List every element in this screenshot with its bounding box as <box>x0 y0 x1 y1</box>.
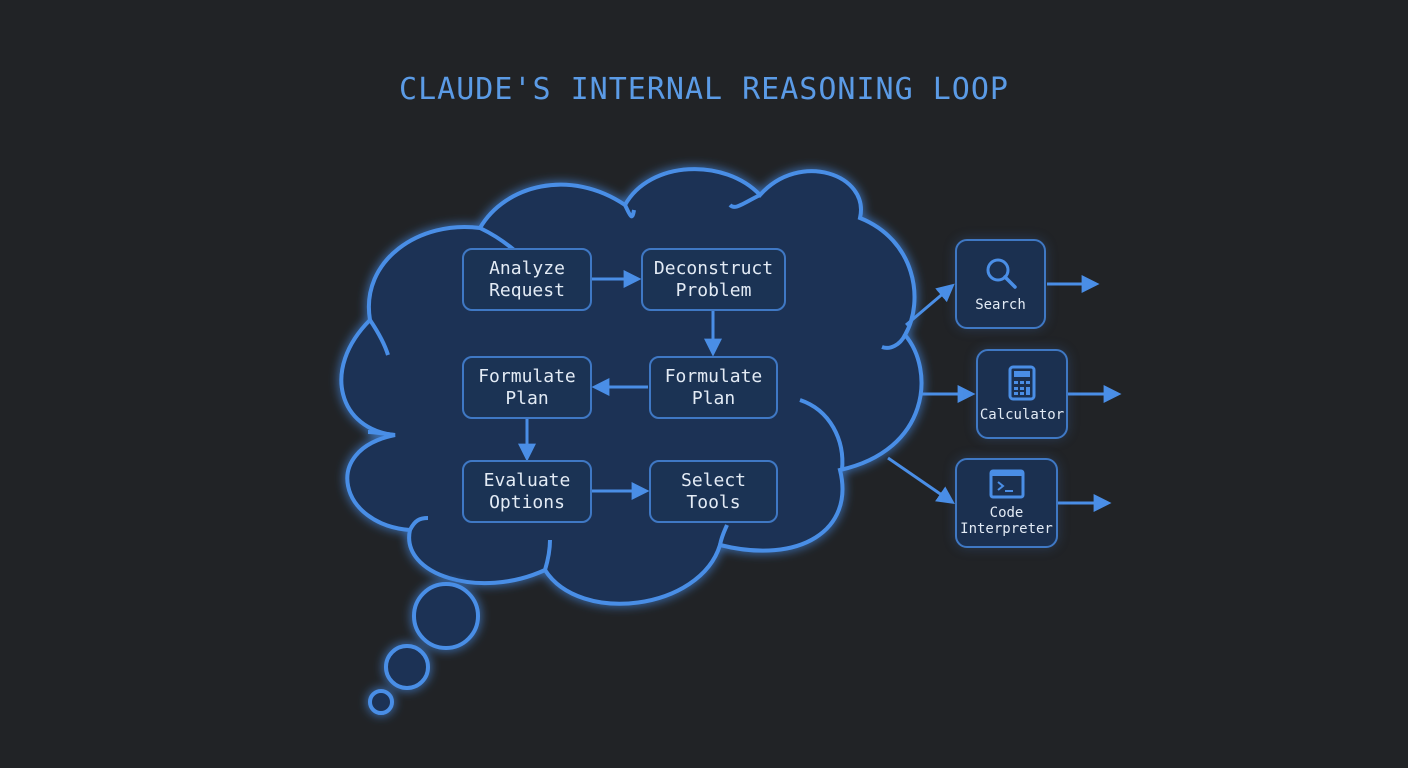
tool-arrows <box>887 275 1122 512</box>
step-deconstruct-problem: Deconstruct Problem <box>641 248 786 311</box>
step-label-line2: Plan <box>691 387 736 409</box>
step-select-tools: Select Tools <box>649 460 778 523</box>
calculator-icon <box>1008 365 1036 401</box>
thought-bubble-medium <box>384 644 430 690</box>
tool-label-line1: Code <box>989 505 1024 521</box>
step-label-line2: Tools <box>686 491 741 513</box>
thought-bubble-small <box>368 689 394 715</box>
arrow-cloud-to-code <box>887 456 955 505</box>
tool-search: Search <box>955 239 1046 329</box>
step-label-line1: Deconstruct <box>653 257 774 279</box>
terminal-icon <box>989 469 1024 499</box>
step-label-line1: Evaluate <box>483 469 571 491</box>
flow-arrows <box>518 270 722 500</box>
step-formulate-plan-right: Formulate Plan <box>649 356 778 419</box>
step-label-line2: Request <box>489 279 565 301</box>
step-label-line1: Analyze <box>489 257 565 279</box>
search-icon <box>986 258 1017 289</box>
tool-label-line2: Interpreter <box>960 521 1053 537</box>
tool-label: Calculator <box>979 407 1065 423</box>
step-label-line2: Options <box>489 491 565 513</box>
tool-code-interpreter: Code Interpreter <box>955 458 1058 548</box>
tool-label: Search <box>975 297 1026 313</box>
diagram-title: CLAUDE'S INTERNAL REASONING LOOP <box>399 72 1009 107</box>
step-label-line1: Select <box>680 469 747 491</box>
thought-bubbles <box>368 582 480 715</box>
step-analyze-request: Analyze Request <box>462 248 592 311</box>
step-label-line2: Problem <box>675 279 752 301</box>
step-evaluate-options: Evaluate Options <box>462 460 592 523</box>
tool-calculator: Calculator <box>976 349 1068 439</box>
step-formulate-plan-left: Formulate Plan <box>462 356 592 419</box>
step-label-line1: Formulate <box>664 365 763 387</box>
arrow-cloud-to-search <box>905 283 955 327</box>
step-label-line2: Plan <box>505 387 549 409</box>
thought-bubble-large <box>412 582 480 650</box>
step-label-line1: Formulate <box>478 365 576 387</box>
